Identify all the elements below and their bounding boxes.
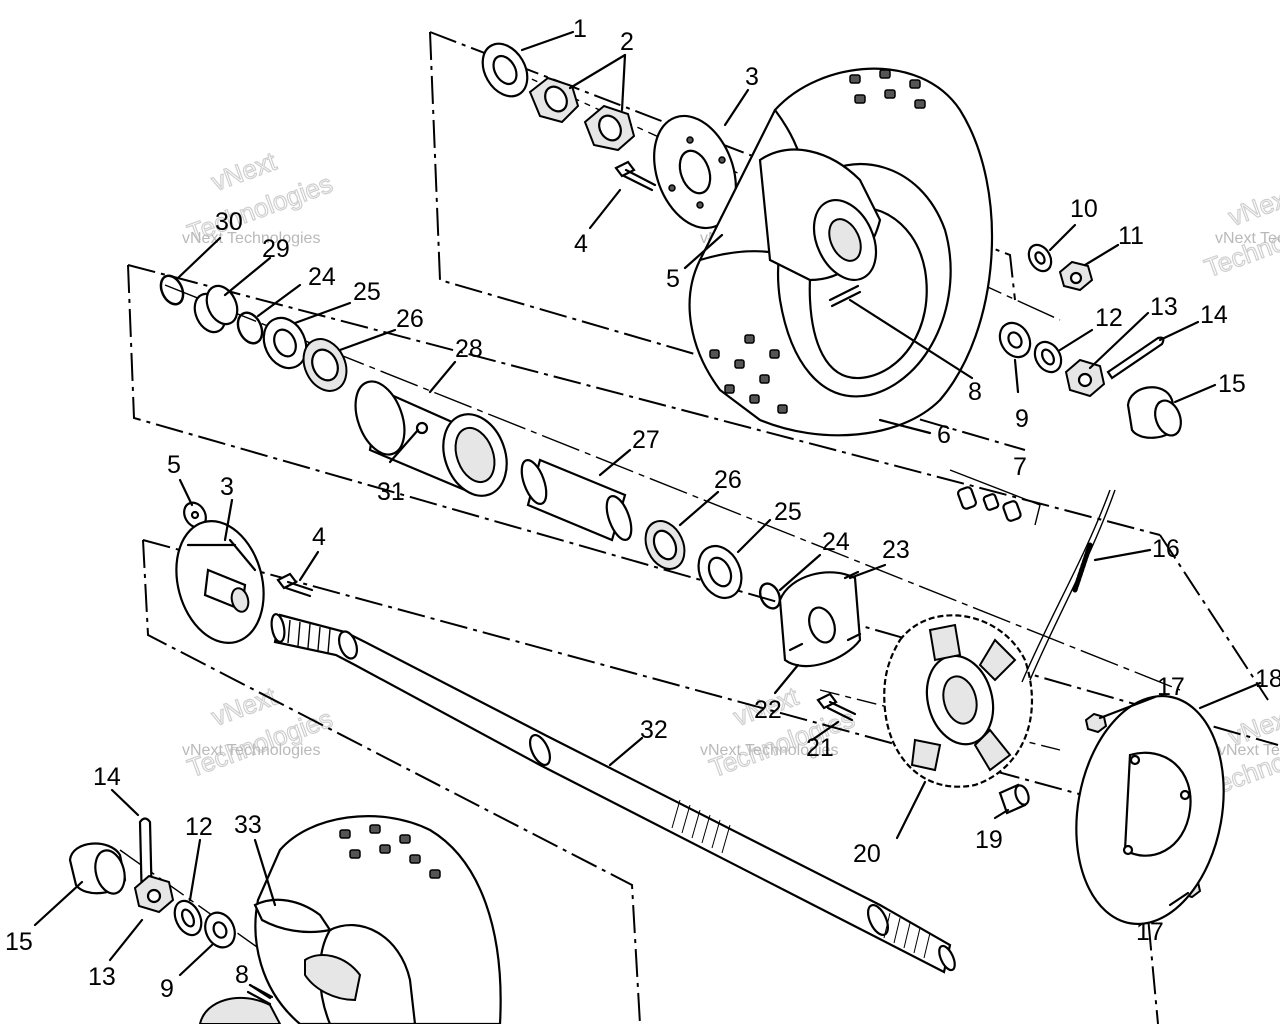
part-label-30: 30 bbox=[215, 208, 243, 236]
nut-part-2b bbox=[583, 104, 636, 152]
lower-wheel-hub bbox=[198, 996, 282, 1024]
part-label-20: 20 bbox=[853, 840, 881, 868]
axle-housing-part-28 bbox=[354, 380, 508, 497]
part-label-14: 14 bbox=[1200, 301, 1228, 329]
bolt-part-4-left bbox=[276, 572, 314, 598]
part-label-8: 8 bbox=[968, 378, 982, 406]
hub-plate-part-3-left bbox=[175, 520, 265, 644]
part-label-31: 31 bbox=[377, 478, 405, 506]
nut-part-2a bbox=[528, 76, 580, 124]
washer-part-1 bbox=[481, 42, 529, 98]
part-label-10: 10 bbox=[1070, 195, 1098, 223]
cap-part-15-bot bbox=[68, 842, 127, 895]
cap-part-15-top bbox=[1126, 386, 1182, 439]
part-label-32: 32 bbox=[640, 716, 668, 744]
part-label-26: 26 bbox=[714, 466, 742, 494]
part-label-1: 1 bbox=[573, 15, 587, 43]
washer-part-12-top bbox=[1033, 340, 1063, 374]
watermark-text: vNext Technologies bbox=[182, 742, 320, 759]
part-label-11: 11 bbox=[1118, 222, 1144, 250]
watermark-text: vNext Technologies bbox=[700, 742, 838, 759]
part-label-13: 13 bbox=[1150, 293, 1178, 321]
seal-part-25-top bbox=[262, 316, 308, 370]
pin-part-8-top bbox=[828, 284, 862, 308]
part-label-33: 33 bbox=[234, 811, 262, 839]
part-label-12: 12 bbox=[1095, 304, 1123, 332]
sprocket-hub-part-22 bbox=[778, 570, 862, 668]
part-label-6: 6 bbox=[937, 421, 951, 449]
part-label-15: 15 bbox=[5, 928, 33, 956]
sleeve-part-27 bbox=[520, 458, 633, 542]
part-label-24: 24 bbox=[822, 528, 850, 556]
bushing-part-29 bbox=[193, 284, 239, 334]
watermark-text: vNext Technologies bbox=[1218, 742, 1280, 759]
o-ring-part-24-top bbox=[236, 311, 264, 345]
part-label-16: 16 bbox=[1152, 535, 1180, 563]
watermark-text: vNext Technologies bbox=[182, 230, 320, 247]
part-label-26: 26 bbox=[396, 305, 424, 333]
watermark-brand: vNext bbox=[1224, 181, 1280, 232]
bolt-part-4-top bbox=[614, 160, 657, 192]
part-label-8: 8 bbox=[235, 961, 249, 989]
part-label-17: 17 bbox=[1136, 918, 1164, 946]
bolt-part-21 bbox=[816, 692, 857, 722]
hub-plate-part-3 bbox=[653, 114, 737, 230]
axle-assembly bbox=[175, 501, 956, 974]
part-label-3: 3 bbox=[220, 473, 234, 501]
part-label-9: 9 bbox=[160, 975, 174, 1003]
part-label-5: 5 bbox=[666, 265, 680, 293]
lower-wheel-assembly bbox=[68, 815, 502, 1024]
nut-part-11 bbox=[1058, 260, 1094, 292]
spacer-part-19 bbox=[998, 783, 1030, 815]
part-label-7: 7 bbox=[1013, 453, 1027, 481]
part-label-29: 29 bbox=[262, 235, 290, 263]
part-label-23: 23 bbox=[882, 536, 910, 564]
sprocket-part-20 bbox=[883, 614, 1034, 788]
part-label-5: 5 bbox=[167, 451, 181, 479]
part-label-15: 15 bbox=[1218, 370, 1246, 398]
part-label-28: 28 bbox=[455, 335, 483, 363]
part-label-14: 14 bbox=[93, 763, 121, 791]
washer-part-10 bbox=[1027, 243, 1053, 273]
wheel-hub bbox=[758, 148, 882, 282]
tire-part-33 bbox=[253, 815, 502, 1024]
part-label-3: 3 bbox=[745, 63, 759, 91]
washer-part-9-top bbox=[998, 321, 1032, 359]
chain-part-16 bbox=[1021, 489, 1116, 683]
washer-part-5-left bbox=[183, 501, 207, 529]
washer-part-12-bot bbox=[173, 899, 203, 937]
part-label-25: 25 bbox=[353, 278, 381, 306]
part-label-4: 4 bbox=[574, 230, 588, 258]
part-label-17: 17 bbox=[1157, 673, 1185, 701]
castle-nut-part-13-top bbox=[1064, 358, 1106, 398]
part-labels: 1 2 3 4 5 6 7 8 9 10 11 12 13 14 15 16 1… bbox=[5, 15, 1280, 1003]
part-label-24: 24 bbox=[308, 263, 336, 291]
part-label-21: 21 bbox=[806, 734, 834, 762]
seal-part-25-mid bbox=[697, 545, 743, 599]
bearing-part-26-mid bbox=[644, 520, 686, 570]
part-label-25: 25 bbox=[774, 498, 802, 526]
part-label-22: 22 bbox=[754, 696, 782, 724]
part-label-9: 9 bbox=[1015, 405, 1029, 433]
bearing-part-26-top bbox=[302, 338, 348, 392]
part-label-13: 13 bbox=[88, 963, 116, 991]
watermark-text: vNext Technologies bbox=[1215, 230, 1280, 247]
leader-lines bbox=[33, 30, 1262, 1000]
o-ring-part-24-mid bbox=[758, 582, 782, 610]
part-label-4: 4 bbox=[312, 523, 326, 551]
brake-disc-part-18 bbox=[1075, 694, 1225, 926]
part-label-2: 2 bbox=[620, 28, 634, 56]
part-label-18: 18 bbox=[1255, 665, 1280, 693]
part-label-27: 27 bbox=[632, 426, 660, 454]
snap-ring-part-30 bbox=[159, 274, 185, 306]
washer-part-9-bot bbox=[204, 911, 236, 949]
part-label-19: 19 bbox=[975, 826, 1003, 854]
castle-nut-part-13-bot bbox=[133, 874, 175, 914]
axle-housing-assembly bbox=[159, 274, 1225, 926]
part-label-12: 12 bbox=[185, 813, 213, 841]
axle-shaft-part-32 bbox=[270, 613, 956, 974]
master-link-part-7 bbox=[949, 469, 1041, 526]
